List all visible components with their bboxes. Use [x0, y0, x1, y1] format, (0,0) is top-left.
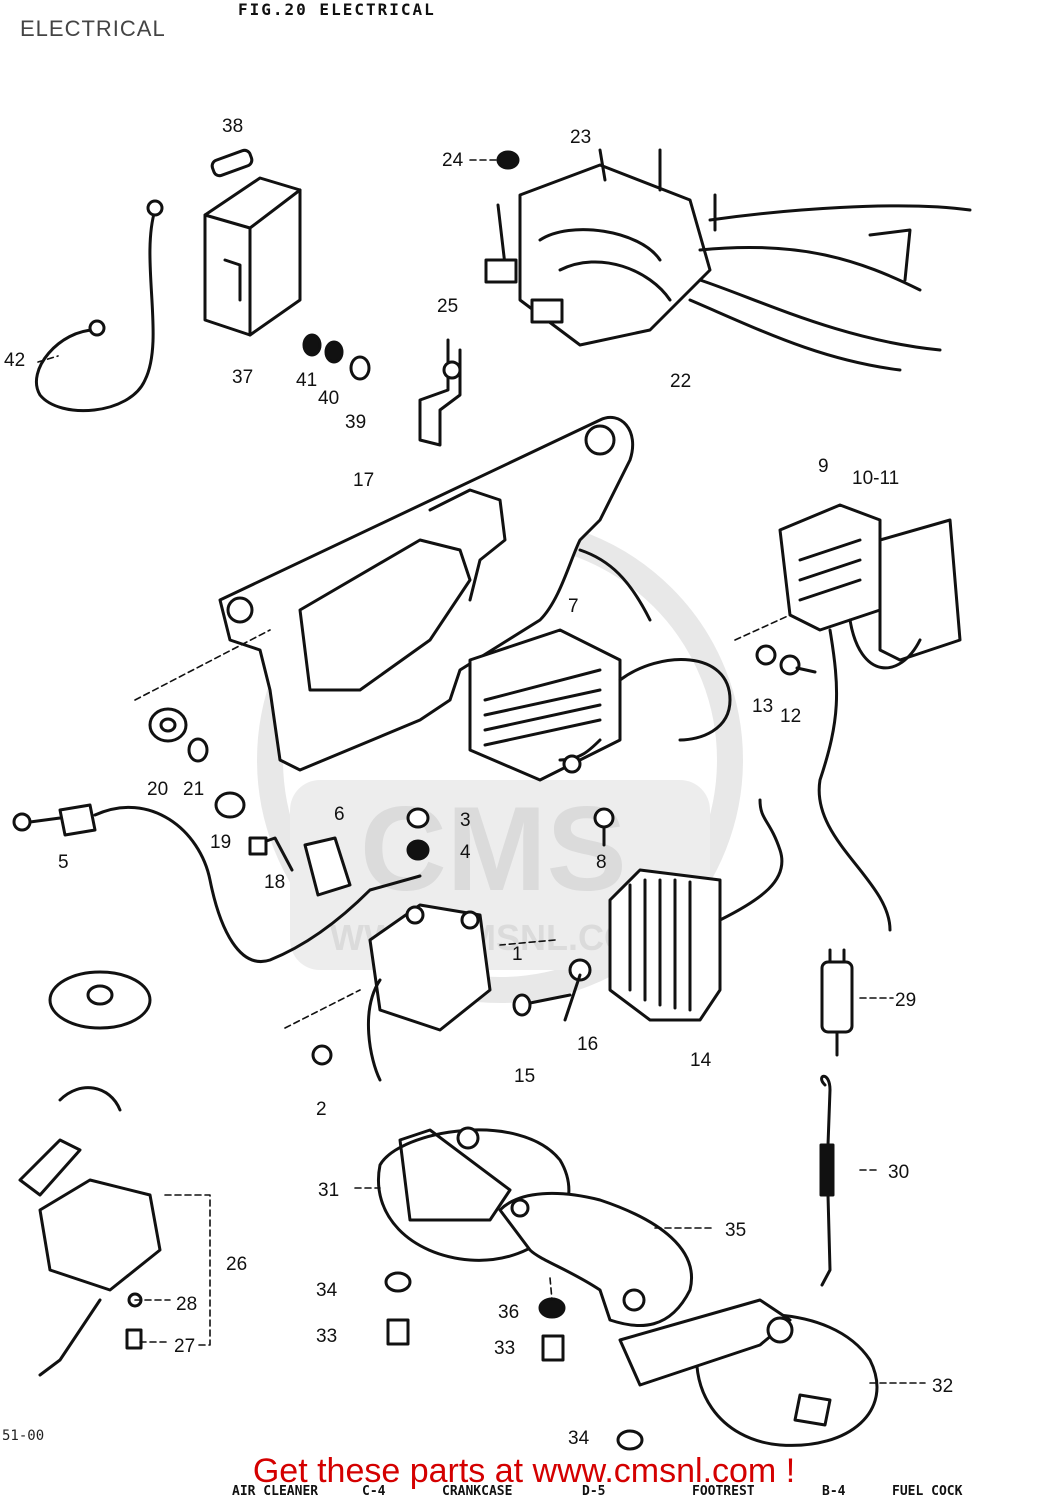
callout-14: 14 [690, 1050, 712, 1071]
callout-19: 19 [210, 832, 231, 853]
cross-reference-strip: AIR CLEANER C-4 CRANKCASE D-5 FOOTREST B… [232, 1484, 1048, 1500]
part-20-grommet [148, 707, 188, 743]
callout-25: 25 [437, 296, 458, 317]
part-16-clip [563, 958, 592, 1022]
part-42-ground-cable [34, 199, 164, 413]
callout-39: 39 [345, 412, 366, 433]
callout-34a: 34 [316, 1280, 338, 1301]
xref-label: FUEL COCK [892, 1484, 963, 1499]
part-29-switch [820, 948, 854, 1057]
parts-27-28 [125, 1292, 143, 1350]
callout-21: 21 [183, 779, 204, 800]
part-17-bracket [218, 415, 635, 772]
callout-24: 24 [442, 150, 464, 171]
part-12-screw [779, 654, 817, 676]
part-5-battery-cable [12, 803, 422, 963]
callout-9: 9 [818, 456, 829, 477]
part-9-fuse-box [778, 503, 962, 932]
part-2-screw [311, 1044, 333, 1066]
watermark-brand: CMS [360, 782, 627, 916]
callout-3: 3 [460, 810, 471, 831]
part-19-washer [214, 791, 246, 819]
callout-22: 22 [670, 371, 691, 392]
part-14-regulator [608, 798, 784, 1022]
callout-6: 6 [334, 804, 345, 825]
xref-code: D-5 [582, 1484, 606, 1499]
callout-8: 8 [596, 852, 607, 873]
callout-10-11: 10-11 [852, 468, 899, 489]
callout-17: 17 [353, 470, 374, 491]
xref-label: FOOTREST [692, 1484, 755, 1499]
xref-label: CRANKCASE [442, 1484, 513, 1499]
part-18-bolt [248, 836, 294, 872]
page-title: ELECTRICAL [20, 16, 166, 41]
parts-3-4-nuts [406, 807, 430, 861]
parts-shop-link[interactable]: Get these parts at www.cmsnl.com ! [252, 1452, 796, 1490]
xref-label: AIR CLEANER [232, 1484, 319, 1499]
callout-29: 29 [895, 990, 916, 1011]
callout-13: 13 [752, 696, 773, 717]
callout-37: 37 [232, 367, 253, 388]
callout-27: 27 [174, 1336, 195, 1357]
leader-lines [37, 159, 926, 1384]
callout-23: 23 [570, 127, 591, 148]
part-37-relay [203, 176, 302, 337]
callout-36: 36 [498, 1302, 519, 1323]
figure-heading: FIG.20 ELECTRICAL [238, 0, 436, 19]
callout-42: 42 [4, 350, 25, 371]
part-26-ignition-switch [18, 970, 162, 1377]
part-7-rectifier [468, 548, 732, 782]
callout-labels: 1 2 3 4 5 6 7 8 9 10-11 12 13 14 15 16 1… [4, 116, 953, 1449]
part-6-cap [303, 836, 352, 897]
callout-15: 15 [514, 1066, 535, 1087]
part-38-screw [210, 148, 254, 178]
part-13-washer [755, 644, 777, 666]
xref-code: C-4 [362, 1484, 386, 1499]
callout-7: 7 [568, 596, 579, 617]
part-32-horn [618, 1298, 879, 1447]
callout-4: 4 [460, 842, 471, 863]
callout-31: 31 [318, 1180, 339, 1201]
callout-33b: 33 [494, 1338, 515, 1359]
parts-39-41-washers [302, 333, 371, 381]
callout-18: 18 [264, 872, 285, 893]
part-8-screw [593, 807, 615, 847]
callout-28: 28 [176, 1294, 197, 1315]
part-1-starter-relay [367, 903, 492, 1082]
part-21-collar [187, 737, 209, 763]
part-22-23-ignition-coil [484, 148, 972, 372]
part-35-horn-bracket [498, 1192, 693, 1327]
callout-32: 32 [932, 1376, 953, 1397]
callout-34b: 34 [568, 1428, 590, 1449]
callout-12: 12 [780, 706, 801, 727]
xref-code: B-4 [822, 1484, 846, 1499]
callout-35: 35 [725, 1220, 746, 1241]
callout-38: 38 [222, 116, 243, 137]
callout-5: 5 [58, 852, 69, 873]
callout-30: 30 [888, 1162, 909, 1183]
callout-16: 16 [577, 1034, 598, 1055]
page-code: 51-00 [2, 1428, 45, 1444]
part-15-screw [512, 993, 572, 1017]
callout-26: 26 [226, 1254, 247, 1275]
part-25-clamp [418, 338, 462, 447]
callout-20: 20 [147, 779, 168, 800]
callout-1: 1 [512, 944, 523, 965]
callout-40: 40 [318, 388, 339, 409]
callout-33a: 33 [316, 1326, 337, 1347]
callout-41: 41 [296, 370, 317, 391]
parts-33-34-36-fasteners [384, 1271, 644, 1451]
part-24-nut [496, 150, 520, 170]
callout-2: 2 [316, 1099, 327, 1120]
part-30-spring [819, 1074, 835, 1287]
